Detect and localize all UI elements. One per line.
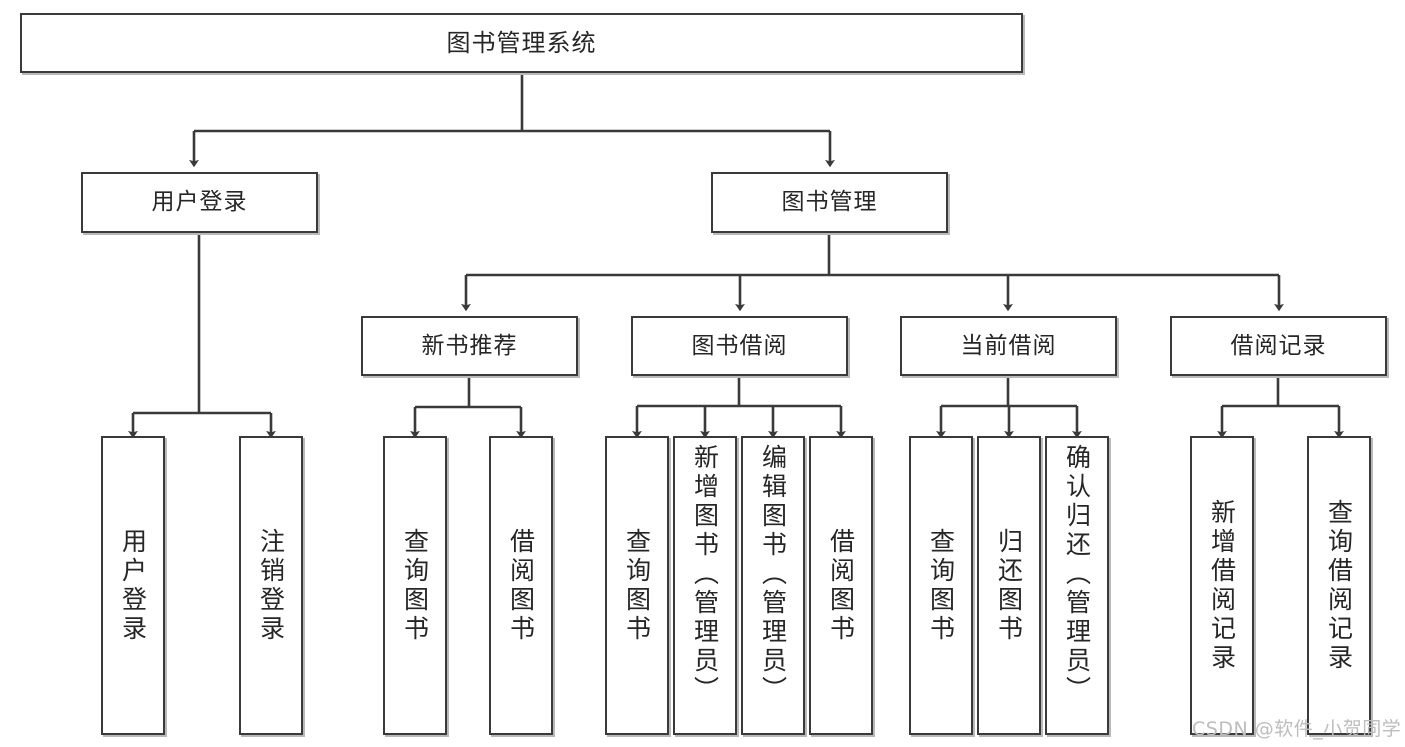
node-new-book-recommend[interactable]: 新书推荐 bbox=[361, 316, 578, 376]
node-label: 借阅图书 bbox=[826, 527, 856, 644]
node-label: 用户登录 bbox=[118, 527, 148, 644]
node-label: 新书推荐 bbox=[421, 332, 518, 359]
node-label: 图书管理系统 bbox=[446, 29, 597, 57]
csdn-watermark: CSDN @软件_小贺同学 bbox=[1192, 718, 1402, 740]
node-leaf-borrow-book-2[interactable]: 借阅图书 bbox=[809, 436, 873, 735]
node-label: 新增借阅记录 bbox=[1207, 498, 1237, 673]
node-leaf-query-book-1[interactable]: 查询图书 bbox=[383, 436, 447, 735]
node-leaf-query-book-3[interactable]: 查询图书 bbox=[909, 436, 973, 735]
node-leaf-confirm-return[interactable]: 确认归还（管理员） bbox=[1045, 436, 1109, 735]
node-label: 查询图书 bbox=[622, 527, 652, 644]
node-label: 图书管理 bbox=[781, 189, 878, 216]
node-leaf-edit-book[interactable]: 编辑图书（管理员） bbox=[741, 436, 805, 735]
node-label: 新增图书（管理员） bbox=[690, 444, 720, 705]
node-label: 图书借阅 bbox=[691, 332, 788, 359]
node-book-manage[interactable]: 图书管理 bbox=[711, 172, 948, 233]
node-label: 编辑图书（管理员） bbox=[758, 444, 788, 705]
node-label: 当前借阅 bbox=[960, 332, 1057, 359]
node-leaf-return-book[interactable]: 归还图书 bbox=[977, 436, 1041, 735]
node-leaf-borrow-book-1[interactable]: 借阅图书 bbox=[489, 436, 553, 735]
node-book-management-system[interactable]: 图书管理系统 bbox=[20, 13, 1023, 73]
node-current-borrow[interactable]: 当前借阅 bbox=[900, 316, 1117, 376]
node-label: 用户登录 bbox=[151, 189, 248, 216]
node-leaf-add-borrow-record[interactable]: 新增借阅记录 bbox=[1190, 436, 1254, 735]
node-leaf-logout-login[interactable]: 注销登录 bbox=[239, 436, 303, 735]
node-label: 借阅记录 bbox=[1230, 332, 1327, 359]
node-leaf-query-book-2[interactable]: 查询图书 bbox=[605, 436, 669, 735]
node-user-login[interactable]: 用户登录 bbox=[81, 172, 318, 233]
node-label: 查询图书 bbox=[400, 527, 430, 644]
node-label: 确认归还（管理员） bbox=[1062, 444, 1092, 705]
node-leaf-query-borrow-record[interactable]: 查询借阅记录 bbox=[1307, 436, 1371, 735]
node-label: 注销登录 bbox=[256, 527, 286, 644]
node-leaf-add-book[interactable]: 新增图书（管理员） bbox=[673, 436, 737, 735]
node-label: 查询借阅记录 bbox=[1324, 498, 1354, 673]
node-borrow-record[interactable]: 借阅记录 bbox=[1170, 316, 1387, 376]
node-label: 归还图书 bbox=[994, 527, 1024, 644]
node-book-borrow[interactable]: 图书借阅 bbox=[631, 316, 848, 376]
node-label: 查询图书 bbox=[926, 527, 956, 644]
node-label: 借阅图书 bbox=[506, 527, 536, 644]
node-leaf-user-login[interactable]: 用户登录 bbox=[101, 436, 165, 735]
